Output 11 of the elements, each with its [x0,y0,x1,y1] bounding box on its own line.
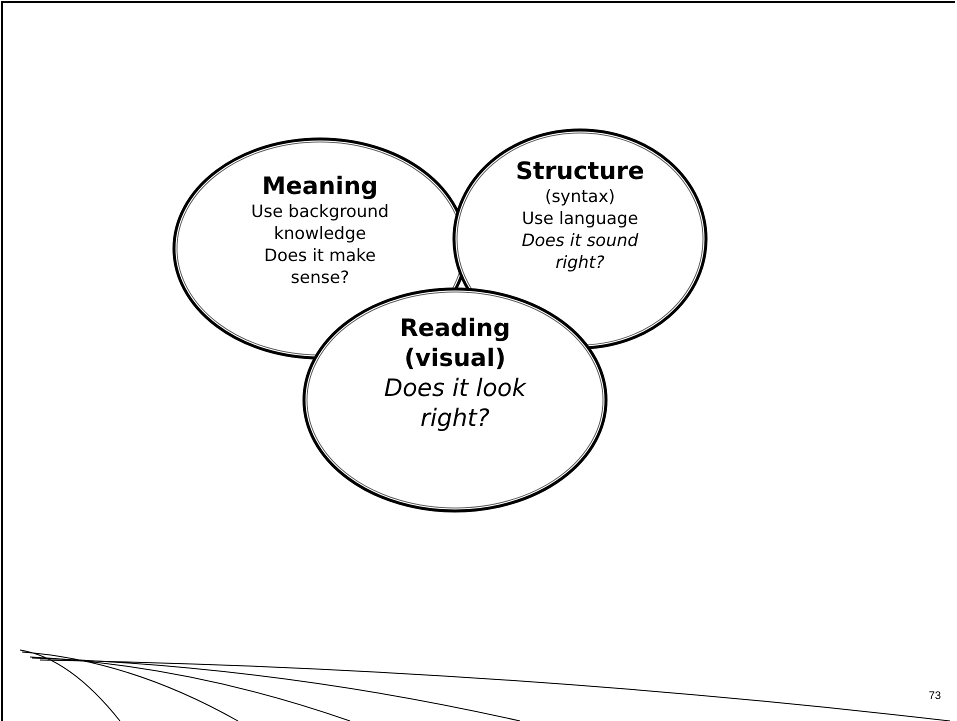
circle-text: Does it look right? [383,373,528,433]
circle-text: Does it make sense? [263,245,377,289]
circle-heading: Structure [516,156,644,186]
circle-heading: Reading [400,313,510,343]
circle-text: Use language [522,208,638,230]
circle-text: Use background knowledge [250,201,390,245]
circle-heading: Meaning [262,171,378,201]
page-number: 73 [928,690,941,702]
circle-text: (visual) [404,343,506,373]
circle-text: (syntax) [544,186,616,208]
circle-text: Does it sound right? [520,230,640,274]
